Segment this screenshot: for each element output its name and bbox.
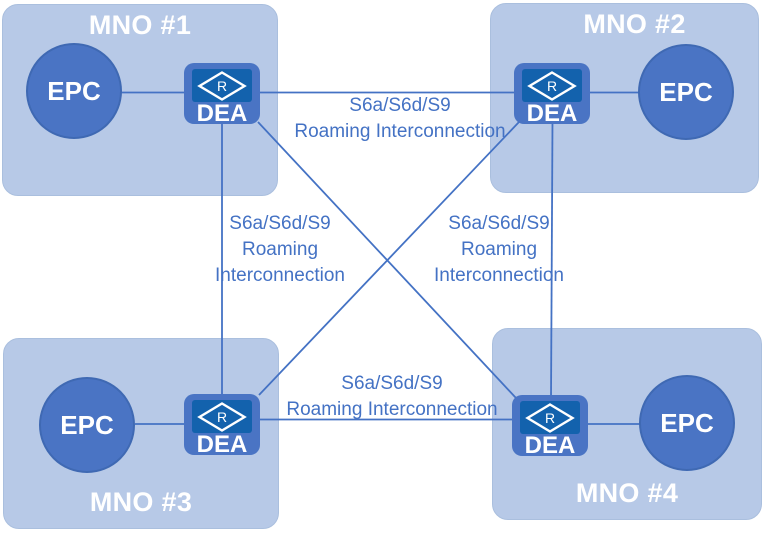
link-label-top: S6a/S6d/S9 Roaming Interconnection [280, 93, 520, 145]
epc-label-mno1: EPC [47, 75, 101, 106]
router-icon-letter: R [545, 410, 555, 426]
operator-title-mno2: MNO #2 [583, 9, 686, 39]
dea-label-mno2: DEA [526, 100, 578, 127]
router-icon-letter: R [547, 78, 557, 94]
epc-node-mno2: EPC [638, 44, 734, 140]
dea-node-mno1: R DEA [184, 63, 260, 127]
router-icon-mno4: R [520, 401, 580, 434]
router-icon-mno3: R [192, 400, 252, 433]
link-label-line: Interconnection [215, 265, 345, 286]
dea-node-mno4: R DEA [512, 395, 588, 459]
dea-node-mno3: R DEA [184, 394, 260, 458]
epc-label-mno2: EPC [659, 76, 713, 107]
link-line-diagonal-mno2-mno3 [258, 121, 520, 396]
link-label-left: S6a/S6d/S9 Roaming Interconnection [205, 211, 355, 289]
router-diamond-icon: R [525, 402, 575, 433]
dea-label-mno1: DEA [196, 100, 248, 127]
router-icon-mno1: R [192, 69, 252, 102]
operator-title-mno1: MNO #1 [88, 10, 192, 40]
link-label-line: Roaming Interconnection [286, 399, 498, 420]
link-label-line: S6a/S6d/S9 [229, 213, 331, 234]
link-label-line: S6a/S6d/S9 [349, 95, 451, 116]
epc-node-mno1: EPC [26, 43, 122, 139]
link-label-bottom: S6a/S6d/S9 Roaming Interconnection [272, 371, 512, 423]
router-diamond-icon: R [197, 401, 247, 432]
epc-node-mno4: EPC [639, 375, 735, 471]
link-label-line: S6a/S6d/S9 [448, 213, 550, 234]
link-label-line: Interconnection [434, 265, 564, 286]
epc-label-mno4: EPC [660, 407, 714, 438]
operator-title-mno3: MNO #3 [89, 487, 193, 517]
dea-label-mno3: DEA [196, 431, 248, 458]
router-icon-mno2: R [522, 69, 582, 102]
epc-label-mno3: EPC [60, 409, 114, 440]
link-label-line: Roaming [241, 239, 319, 260]
router-icon-letter: R [217, 78, 227, 94]
router-icon-letter: R [217, 409, 227, 425]
link-label-line: S6a/S6d/S9 [341, 373, 443, 394]
operator-title-mno4: MNO #4 [575, 478, 679, 508]
dea-node-mno2: R DEA [514, 63, 590, 127]
epc-node-mno3: EPC [39, 377, 135, 473]
link-label-right: S6a/S6d/S9 Roaming Interconnection [424, 211, 574, 289]
link-line-right-vertical [550, 119, 554, 401]
router-diamond-icon: R [197, 70, 247, 101]
dea-label-mno4: DEA [524, 432, 576, 459]
link-label-line: Roaming Interconnection [294, 121, 506, 142]
link-label-line: Roaming [460, 239, 538, 260]
router-diamond-icon: R [527, 70, 577, 101]
